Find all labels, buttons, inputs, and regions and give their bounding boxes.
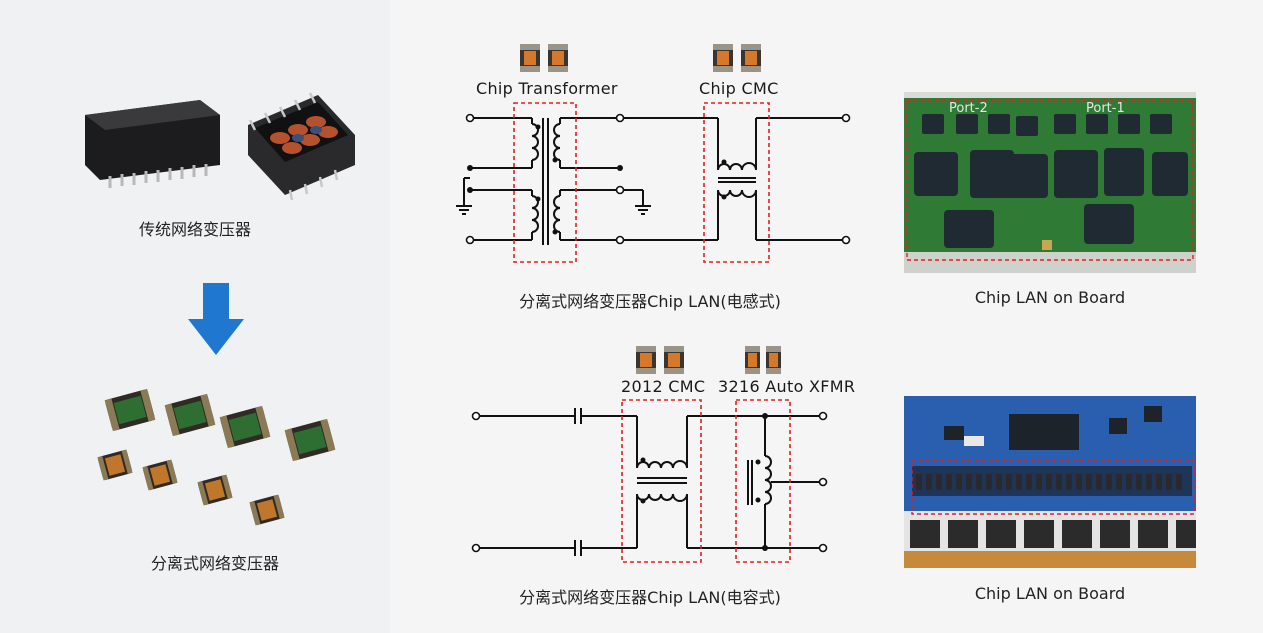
discrete-transformer-caption: 分离式网络变压器 bbox=[150, 554, 279, 573]
auto-xfmr-icon bbox=[745, 346, 781, 374]
capacitive-chip-lan-caption: 分离式网络变压器Chip LAN(电容式) bbox=[519, 588, 781, 607]
left-panel: 传统网络变压器 bbox=[0, 0, 390, 633]
discrete-chip-components-image bbox=[97, 388, 336, 526]
top-photo-caption: Chip LAN on Board bbox=[974, 288, 1126, 307]
cmc-2012-label: 2012 CMC bbox=[621, 377, 706, 396]
auto-xfmr-label: 3216 Auto XFMR bbox=[718, 377, 856, 396]
bottom-photo-caption: Chip LAN on Board bbox=[974, 584, 1126, 603]
chip-transformer-icon bbox=[520, 44, 568, 72]
blue-pcb-photo bbox=[904, 396, 1196, 568]
chip-cmc-label: Chip CMC bbox=[699, 79, 779, 98]
traditional-transformer-caption: 传统网络变压器 bbox=[138, 220, 251, 239]
chip-transformer-label: Chip Transformer bbox=[476, 79, 618, 98]
green-pcb-photo: Port-2 Port-1 bbox=[904, 92, 1196, 273]
port-1-silkscreen: Port-1 bbox=[1086, 101, 1125, 116]
traditional-transformer-image bbox=[85, 92, 355, 201]
inductive-chip-lan-caption: 分离式网络变压器Chip LAN(电感式) bbox=[519, 292, 781, 311]
cmc-2012-icon bbox=[636, 346, 684, 374]
chip-cmc-icon bbox=[713, 44, 761, 72]
port-2-silkscreen: Port-2 bbox=[949, 101, 988, 116]
down-arrow-icon bbox=[188, 283, 244, 355]
